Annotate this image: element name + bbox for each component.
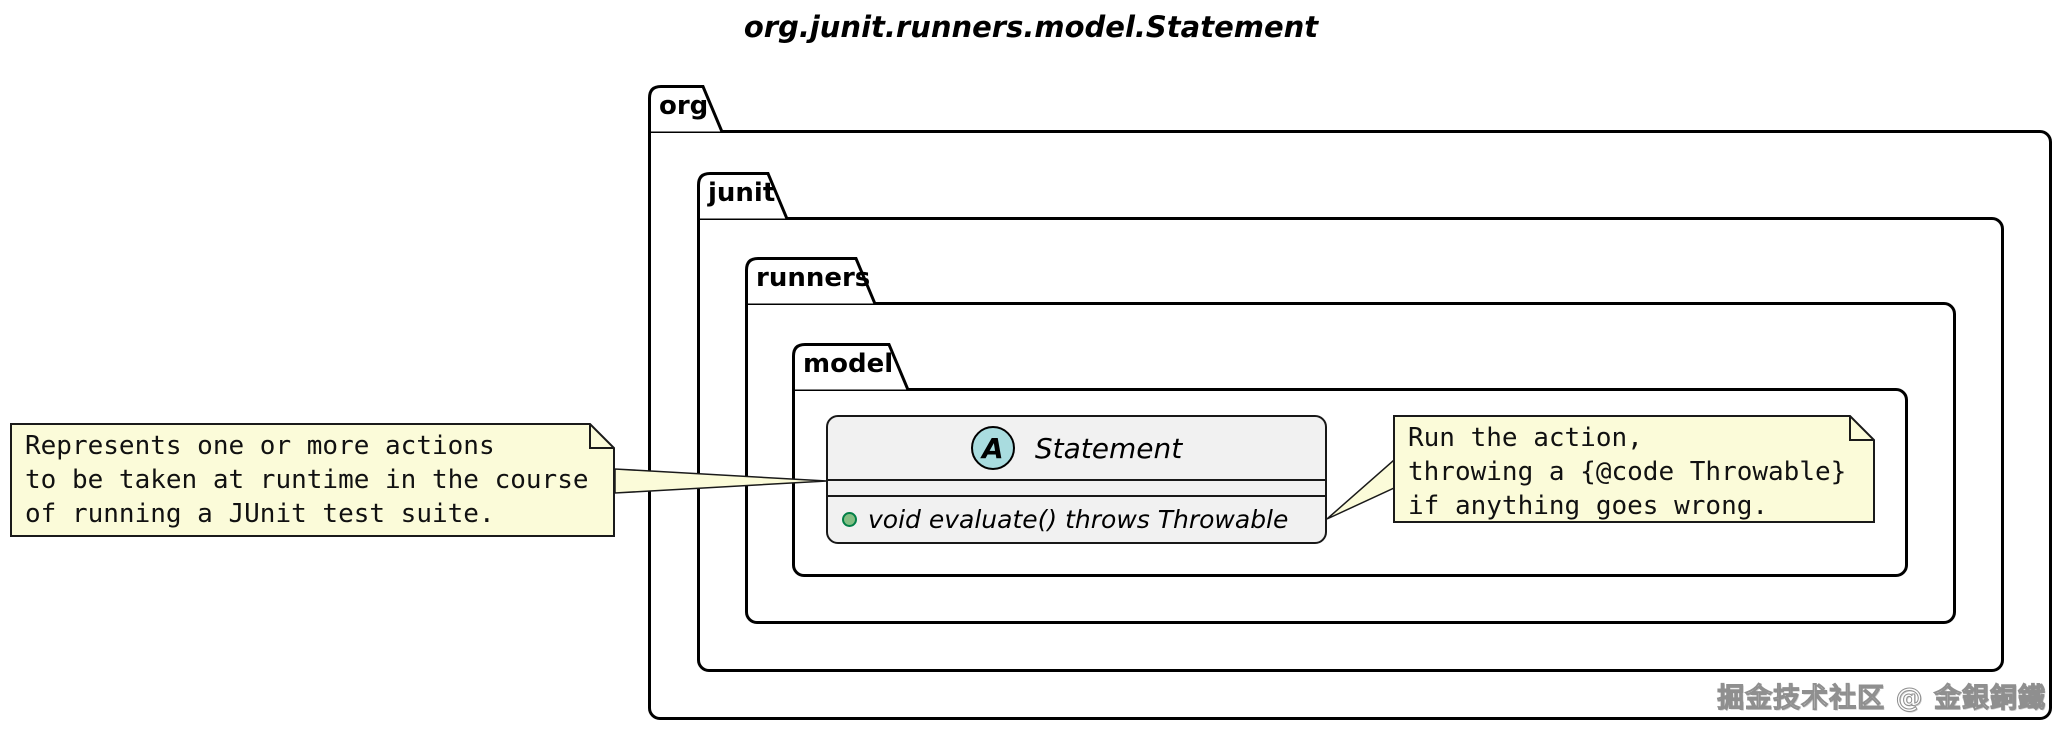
package-runners-tab: runners <box>745 257 877 305</box>
method-signature: void evaluate() throws Throwable <box>868 505 1289 534</box>
class-fields-compartment <box>828 481 1325 497</box>
note-right: Run the action, throwing a {@code Throwa… <box>1393 415 1875 523</box>
folder-tab-icon <box>745 257 877 305</box>
package-runners-label: runners <box>756 263 871 293</box>
class-box-statement: A Statement void evaluate() throws Throw… <box>826 415 1327 544</box>
abstract-class-badge-icon: A <box>970 426 1015 470</box>
package-model-tab: model <box>792 343 910 391</box>
folder-tab-icon <box>792 343 910 391</box>
package-org-label: org <box>659 91 709 121</box>
note-left: Represents one or more actions to be tak… <box>10 423 615 537</box>
package-model-label: model <box>803 349 894 379</box>
note-shape <box>10 423 615 537</box>
note-line: to be taken at runtime in the course <box>25 465 589 495</box>
folder-tab-icon <box>648 85 724 133</box>
diagram-title: org.junit.runners.model.Statement <box>743 10 1319 44</box>
note-line: throwing a {@code Throwable} <box>1408 457 1847 487</box>
note-fold-icon <box>1849 416 1874 441</box>
package-junit-tab: junit <box>697 172 789 220</box>
note-line: of running a JUnit test suite. <box>25 499 495 529</box>
note-line: if anything goes wrong. <box>1408 491 1769 521</box>
class-name: Statement <box>1034 431 1183 465</box>
folder-tab-icon <box>697 172 789 220</box>
class-method-row: void evaluate() throws Throwable <box>828 497 1325 542</box>
package-org-tab: org <box>648 85 724 133</box>
watermark-text: 掘金技术社区 @ 金銀銅鐵 <box>1717 683 2046 715</box>
note-fold-icon <box>589 424 614 449</box>
class-header: A Statement <box>828 417 1325 481</box>
note-line: Represents one or more actions <box>25 431 495 461</box>
public-method-icon <box>842 512 857 527</box>
note-shape <box>1393 415 1875 523</box>
abstract-badge-letter: A <box>981 431 1004 465</box>
note-left-text: Represents one or more actions to be tak… <box>10 423 615 537</box>
package-junit-label: junit <box>708 178 776 208</box>
note-line: Run the action, <box>1408 423 1643 453</box>
note-right-text: Run the action, throwing a {@code Throwa… <box>1393 415 1875 523</box>
